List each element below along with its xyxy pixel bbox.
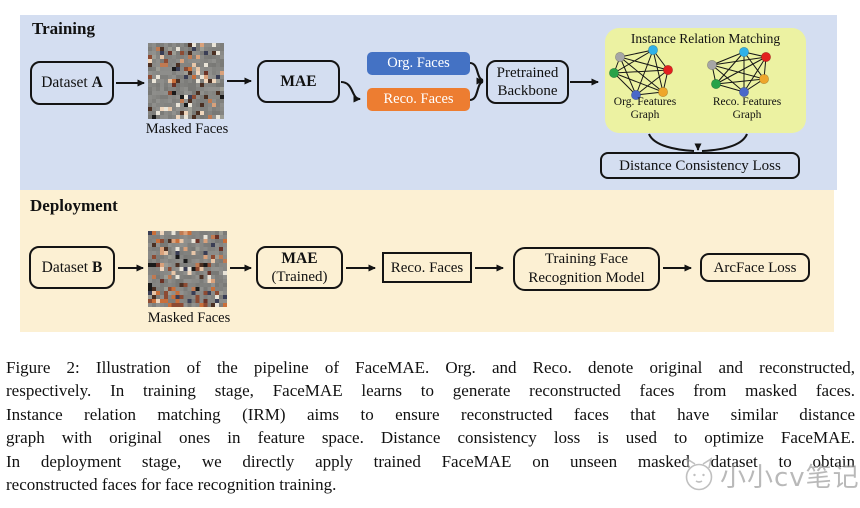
dataset-b-label: Dataset B — [41, 258, 103, 276]
mae-trained-box: MAE (Trained) — [256, 246, 343, 289]
reco-graph-label: Reco. Features Graph — [712, 96, 782, 121]
pretrained-backbone-box: Pretrained Backbone — [486, 60, 569, 104]
training-face-recognition-model-box: Training Face Recognition Model — [513, 247, 660, 291]
masked-faces-image-training — [148, 43, 224, 119]
org-graph-label: Org. Features Graph — [613, 96, 677, 121]
irm-title: Instance Relation Matching — [630, 31, 781, 46]
dataset-b-box: Dataset B — [29, 246, 115, 289]
caption-line: reconstructed faces for face recognition… — [6, 475, 337, 495]
training-panel-title: Training — [32, 19, 95, 38]
caption-line: Figure 2: Illustration of the pipeline o… — [6, 358, 855, 377]
distance-consistency-loss-box: Distance Consistency Loss — [600, 152, 800, 179]
deployment-panel-title: Deployment — [30, 196, 118, 215]
caption-line: In deployment stage, we directly apply t… — [6, 451, 855, 471]
masked-faces-image-deployment — [148, 231, 227, 307]
watermark: 小小cv笔记 — [680, 451, 860, 499]
org-faces-box: Org. Faces — [367, 52, 470, 75]
reco-faces-box: Reco. Faces — [367, 88, 470, 111]
figure-caption: Figure 2: Illustration of the pipeline o… — [6, 356, 855, 496]
dataset-a-label: Dataset A — [41, 74, 103, 91]
watermark-cat-logo-icon — [685, 457, 713, 491]
org-features-graph — [609, 45, 673, 100]
caption-line: Instance relation matching (IRM) aims to… — [6, 404, 855, 424]
reco-features-graph — [707, 47, 771, 97]
dataset-a-box: Dataset A — [30, 61, 114, 105]
watermark-text: 小小cv笔记 — [720, 462, 860, 493]
caption-line: graph with original ones in feature spac… — [6, 428, 855, 448]
mae-box: MAE — [257, 60, 340, 103]
instance-relation-matching-box: Instance Relation Matching Org. Features… — [605, 28, 806, 133]
masked-faces-caption-deployment: Masked Faces — [147, 310, 231, 326]
reco-faces-rect-box: Reco. Faces — [382, 252, 472, 283]
arcface-loss-box: ArcFace Loss — [700, 253, 810, 282]
caption-line: respectively. In training stage, FaceMAE… — [6, 381, 855, 401]
masked-faces-caption-training: Masked Faces — [145, 121, 229, 137]
